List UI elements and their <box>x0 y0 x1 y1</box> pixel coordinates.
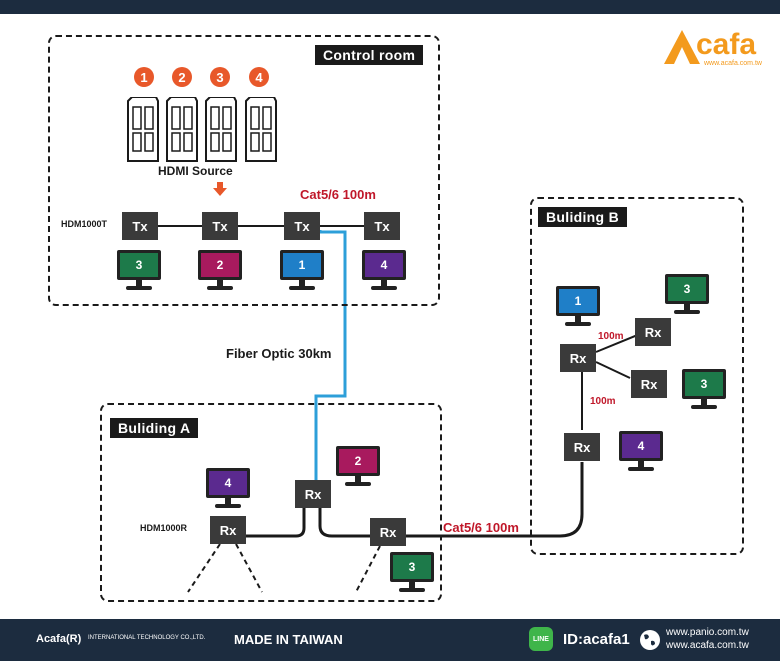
model-label-tx: HDM1000T <box>61 219 108 229</box>
source-number-4: 4 <box>249 67 269 87</box>
rx-box: Rx <box>370 518 406 546</box>
control-room-box <box>48 35 440 306</box>
building-a-title: Buliding A <box>110 418 199 438</box>
acafa-logo: cafa www.acafa.com.tw <box>664 28 768 68</box>
fiber-label: Fiber Optic 30km <box>226 346 332 361</box>
pc-tower-icon <box>204 96 238 163</box>
rx-box: Rx <box>295 480 331 508</box>
distance-label: 100m <box>598 331 624 342</box>
footer-bar: Acafa(R) INTERNATIONAL TECHNOLOGY CO.,LT… <box>0 619 780 661</box>
building-b-box <box>530 197 744 555</box>
hdmi-source-label: HDMI Source <box>158 164 233 178</box>
footer-company: Acafa(R) <box>36 633 82 645</box>
monitor-icon: 3 <box>390 552 434 594</box>
monitor-icon: 1 <box>556 286 600 328</box>
top-bar <box>0 0 780 14</box>
pc-tower-icon <box>126 96 160 163</box>
source-number-2: 2 <box>172 67 192 87</box>
building-a-box <box>100 403 442 602</box>
rx-box: Rx <box>635 318 671 346</box>
footer-url-2: www.acafa.com.tw <box>666 640 749 651</box>
line-badge-icon: LINE <box>529 627 553 651</box>
rx-box: Rx <box>210 516 246 544</box>
footer-line-id: ID:acafa1 <box>563 631 630 648</box>
monitor-icon: 4 <box>362 250 406 292</box>
rx-box: Rx <box>560 344 596 372</box>
globe-icon <box>640 630 660 650</box>
control-room-title: Control room <box>315 45 424 65</box>
rx-box: Rx <box>564 433 600 461</box>
monitor-icon: 2 <box>198 250 242 292</box>
cable-label-control: Cat5/6 100m <box>300 187 376 202</box>
footer-made-in: MADE IN TAIWAN <box>234 632 343 647</box>
monitor-icon: 2 <box>336 446 380 488</box>
footer-url-1: www.panio.com.tw <box>666 627 749 638</box>
tx-box: Tx <box>122 212 158 240</box>
monitor-icon: 4 <box>206 468 250 510</box>
logo-text: cafa <box>696 28 757 61</box>
monitor-icon: 1 <box>280 250 324 292</box>
pc-tower-icon <box>165 96 199 163</box>
footer-company-sub: INTERNATIONAL TECHNOLOGY CO.,LTD. <box>88 635 206 641</box>
logo-url: www.acafa.com.tw <box>704 60 762 67</box>
monitor-icon: 3 <box>117 250 161 292</box>
model-label-rx: HDM1000R <box>140 523 188 533</box>
cable-label-building: Cat5/6 100m <box>443 520 519 535</box>
monitor-icon: 4 <box>619 431 663 473</box>
pc-tower-icon <box>244 96 278 163</box>
rx-box: Rx <box>631 370 667 398</box>
source-number-1: 1 <box>134 67 154 87</box>
source-number-3: 3 <box>210 67 230 87</box>
arrow-down-icon <box>213 182 227 196</box>
tx-box: Tx <box>364 212 400 240</box>
building-b-title: Buliding B <box>538 207 627 227</box>
logo-triangle-icon <box>664 30 700 64</box>
tx-box: Tx <box>202 212 238 240</box>
monitor-icon: 3 <box>682 369 726 411</box>
monitor-icon: 3 <box>665 274 709 316</box>
distance-label: 100m <box>590 396 616 407</box>
connection-lines <box>158 225 641 593</box>
building-b-name: Buliding B <box>546 209 619 225</box>
building-a-name: Buliding A <box>118 420 191 436</box>
tx-box: Tx <box>284 212 320 240</box>
